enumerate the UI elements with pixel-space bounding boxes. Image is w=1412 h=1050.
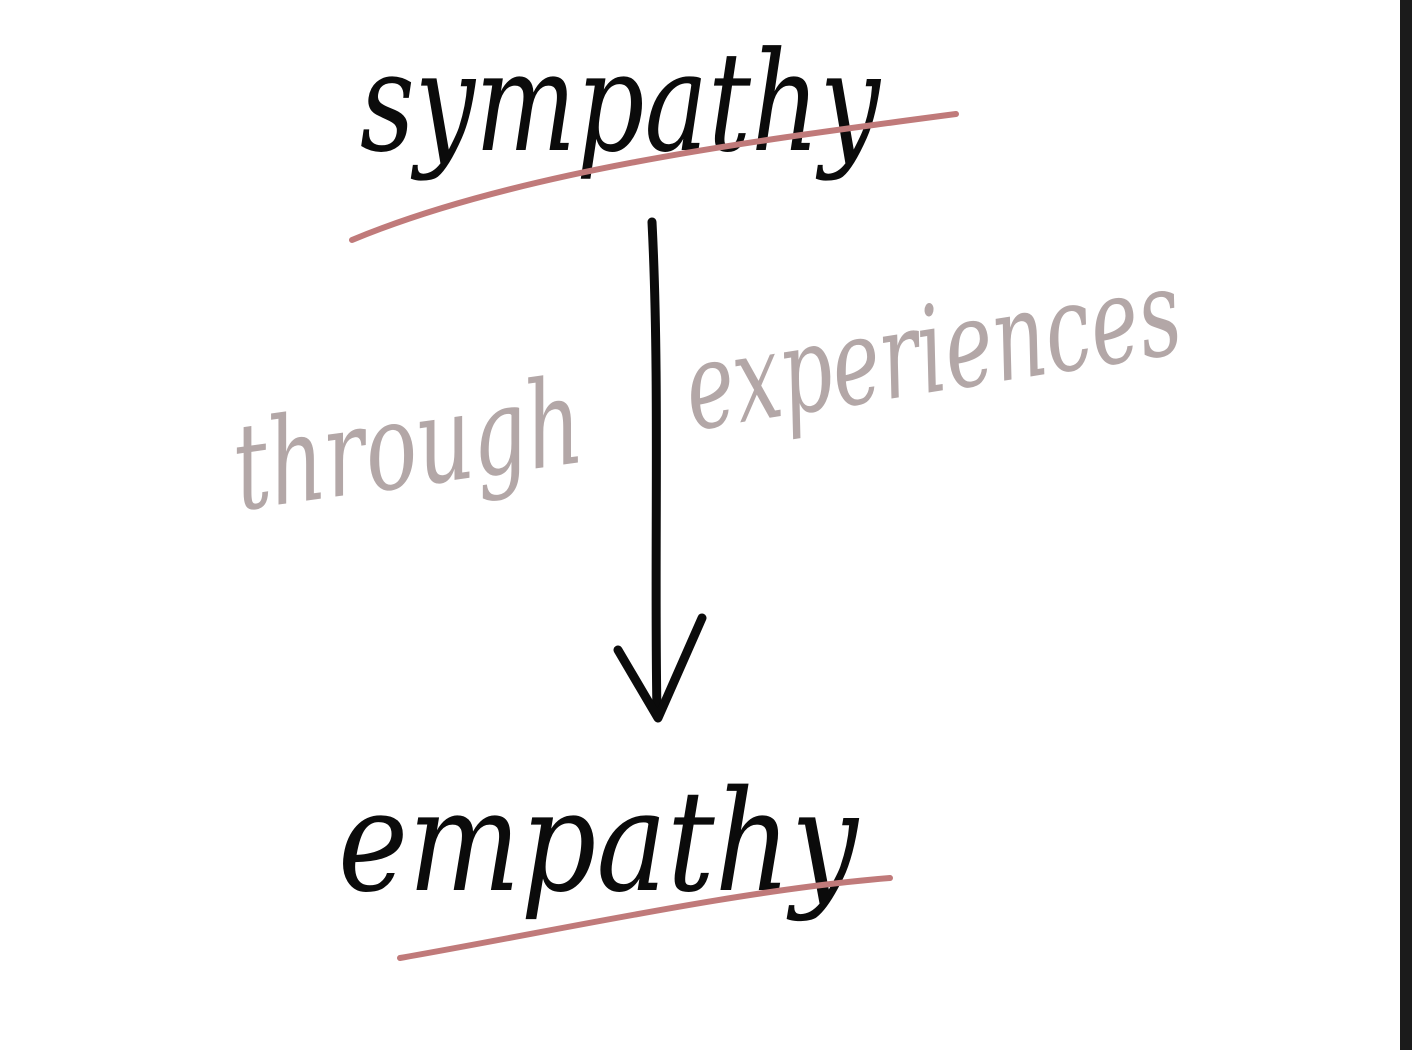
connector-label-through: through [225, 352, 591, 538]
arrow-shaft [647, 217, 662, 717]
down-arrow-icon [613, 613, 707, 723]
connector-label-experiences: experiences [675, 243, 1191, 459]
bottom-word-underline [397, 875, 893, 961]
window-edge-strip [1400, 0, 1412, 1050]
top-word-sympathy: sympathy [360, 22, 882, 183]
top-word-underline [349, 111, 959, 243]
bottom-word-empathy: empathy [338, 761, 860, 924]
